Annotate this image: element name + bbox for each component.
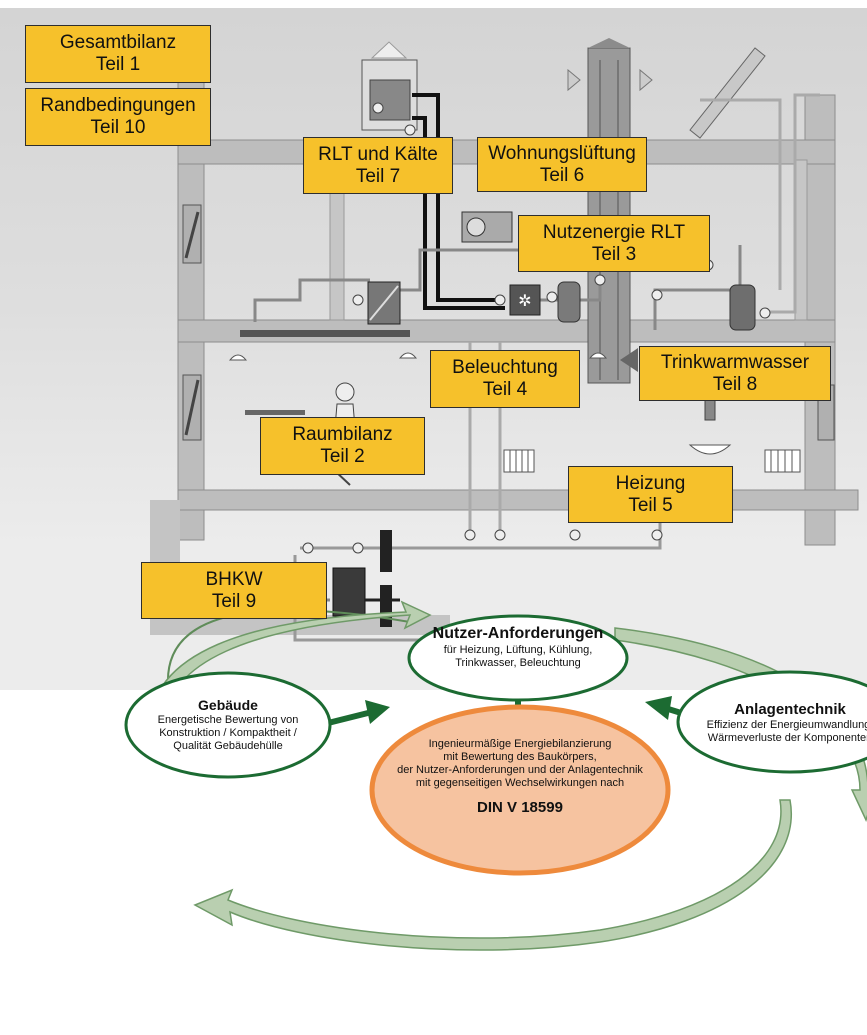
label-line2: Teil 5	[628, 494, 673, 516]
cycle-arrow-top-left	[148, 600, 432, 741]
label-line2: Teil 6	[539, 164, 585, 186]
person-figure	[335, 382, 355, 402]
center-text: Ingenieurmäßige Energiebilanzierung mit …	[380, 738, 660, 817]
gebaeude-title: Gebäude	[198, 697, 258, 713]
label-randbedingungen: Randbedingungen Teil 10	[25, 88, 211, 146]
arrow-anlagen-to-center	[645, 696, 672, 720]
arrow-gebaeude-to-center	[365, 700, 390, 724]
center-line1: Ingenieurmäßige Energiebilanzierung	[428, 738, 612, 750]
nutzer-line1: für Heizung, Lüftung, Kühlung,	[443, 644, 593, 656]
gebaeude-text: Gebäude Energetische Bewertung von Konst…	[138, 697, 318, 753]
inner-wall-right	[794, 159, 808, 321]
cycle-arrow-bottom	[193, 799, 792, 951]
label-line1: Beleuchtung	[452, 357, 558, 378]
ellipse-nutzer	[407, 614, 629, 702]
black-pipe-2	[412, 116, 505, 310]
center-line3: der Nutzer-Anforderungen und der Anlagen…	[397, 764, 643, 776]
label-wohnungslueftung: Wohnungslüftung Teil 6	[477, 137, 647, 192]
label-line1: Trinkwarmwasser	[660, 351, 810, 373]
label-line2: Teil 1	[95, 54, 141, 75]
black-pipe-1	[412, 93, 505, 302]
hot-water-tank	[729, 284, 756, 331]
lower-floor-slab	[177, 489, 859, 511]
label-gesamtbilanz: Gesamtbilanz Teil 1	[25, 25, 211, 83]
label-line1: Randbedingungen	[40, 95, 196, 116]
gebaeude-line1: Energetische Bewertung von	[157, 714, 299, 726]
ellipse-center	[369, 704, 671, 876]
label-line1: RLT und Kälte	[318, 143, 438, 165]
storage-tank	[557, 281, 581, 323]
label-beleuchtung: Beleuchtung Teil 4	[430, 350, 580, 408]
label-line1: Nutzenergie RLT	[542, 221, 686, 243]
nutzer-text: Nutzer-Anforderungen für Heizung, Lüftun…	[418, 624, 618, 670]
radiator-left	[503, 449, 535, 473]
radiator-right	[764, 449, 801, 473]
label-line2: Teil 2	[320, 446, 365, 467]
label-line1: Wohnungslüftung	[488, 142, 636, 164]
anlagentechnik-line2: Wärmeverluste der Komponenten	[707, 732, 867, 744]
label-line1: Heizung	[615, 472, 686, 494]
label-line2: Teil 10	[90, 117, 146, 138]
label-line1: Gesamtbilanz	[59, 32, 177, 53]
label-line2: Teil 7	[355, 165, 401, 187]
gebaeude-line3: Qualität Gebäudehülle	[173, 740, 283, 752]
label-line2: Teil 9	[211, 590, 257, 612]
air-outlet-arrow	[620, 348, 638, 372]
center-line4: mit gegenseitigen Wechselwirkungen nach	[415, 777, 625, 789]
label-nutzenergie-rlt: Nutzenergie RLT Teil 3	[518, 215, 710, 272]
ellipse-gebaeude	[124, 671, 332, 779]
center-title: DIN V 18599	[477, 799, 563, 816]
ceiling-duct	[240, 330, 410, 337]
anlagentechnik-text: Anlagentechnik Effizienz der Energieumwa…	[690, 700, 867, 745]
label-line2: Teil 8	[712, 373, 758, 395]
bhkw-engine	[332, 567, 366, 617]
ellipse-anlagentechnik	[676, 670, 867, 774]
svg-text:✲: ✲	[518, 291, 531, 310]
label-trinkwarmwasser: Trinkwarmwasser Teil 8	[639, 346, 831, 401]
nutzer-title: Nutzer-Anforderungen	[432, 625, 604, 642]
label-line1: Raumbilanz	[292, 424, 393, 445]
label-bhkw: BHKW Teil 9	[141, 562, 327, 619]
label-rlt-kaelte: RLT und Kälte Teil 7	[303, 137, 453, 194]
label-heizung: Heizung Teil 5	[568, 466, 733, 523]
anlagentechnik-title: Anlagentechnik	[734, 701, 846, 718]
center-line2: mit Bewertung des Baukörpers,	[443, 751, 597, 763]
gebaeude-line2: Konstruktion / Kompaktheit /	[159, 727, 297, 739]
label-line1: BHKW	[205, 568, 263, 590]
nutzer-line2: Trinkwasser, Beleuchtung	[455, 657, 581, 669]
cooling-coil	[509, 284, 541, 316]
label-line2: Teil 4	[482, 379, 528, 400]
solar-collector	[689, 47, 766, 139]
anlagentechnik-line1: Effizienz der Energieumwandlung,	[706, 719, 867, 731]
label-raumbilanz: Raumbilanz Teil 2	[260, 417, 425, 475]
wash-basin	[688, 444, 732, 455]
label-line2: Teil 3	[591, 243, 637, 265]
